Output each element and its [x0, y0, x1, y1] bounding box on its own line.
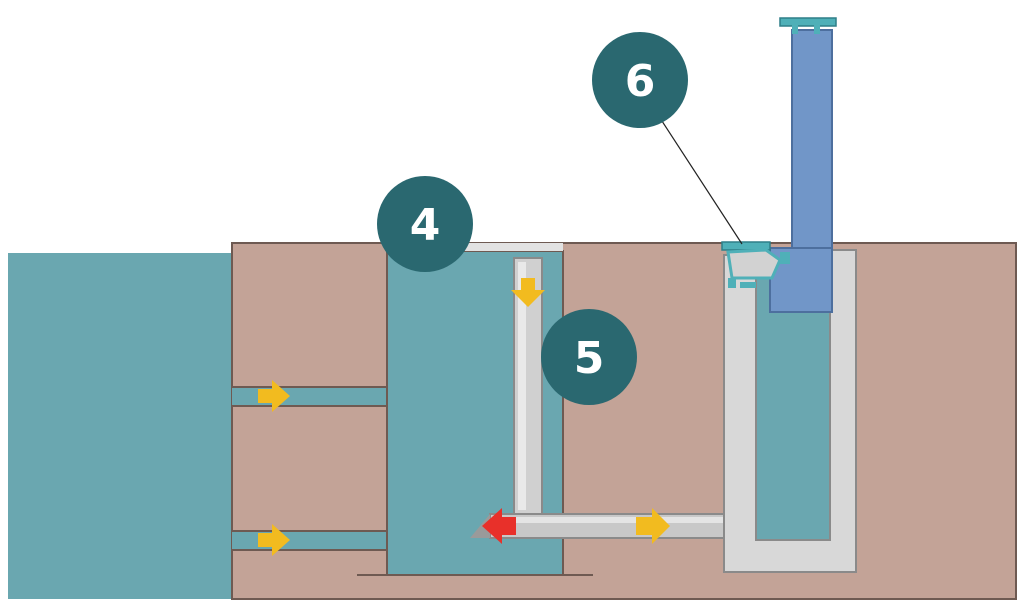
pipe-open-end — [470, 514, 490, 538]
blue-column-base — [769, 247, 833, 313]
callout-5-label: 5 — [574, 333, 605, 384]
blue-column-cap — [779, 17, 837, 27]
arrow-reverse — [482, 508, 516, 544]
arrow-down-riser — [511, 278, 545, 307]
valve-assembly — [721, 241, 790, 288]
arrow-upper-inlet — [258, 380, 290, 412]
callout-4-label: 4 — [410, 200, 441, 251]
callout-4-badge: 4 — [377, 176, 473, 272]
arrow-horizontal-pipe — [636, 508, 670, 544]
callout-6-label: 6 — [625, 56, 656, 107]
left-water-body — [8, 253, 232, 599]
blue-column — [791, 29, 833, 281]
arrow-lower-inlet — [258, 524, 290, 556]
callout-6-leader — [659, 117, 743, 245]
chamber-4-lid — [387, 243, 563, 251]
callout-5-badge: 5 — [541, 309, 637, 405]
callout-6-badge: 6 — [592, 32, 688, 128]
